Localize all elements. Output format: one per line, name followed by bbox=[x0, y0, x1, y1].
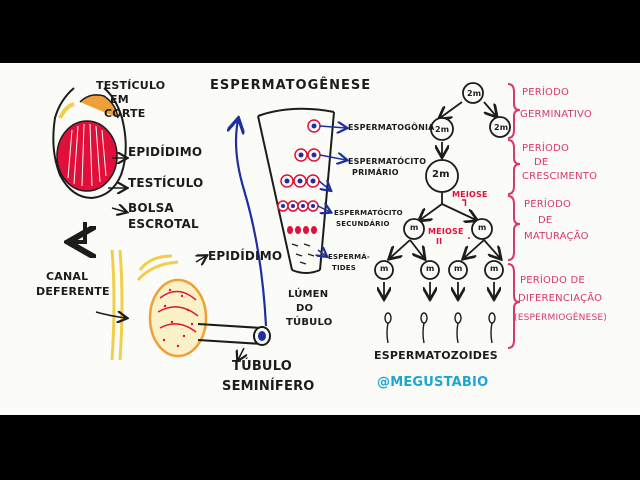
label-bolsa: BOLSA bbox=[128, 201, 174, 215]
periodo-germinativo-2: GERMINATIVO bbox=[520, 109, 592, 120]
periodo-crescimento-1: PERÍODO bbox=[522, 143, 570, 154]
periodo-maturacao-3: MATURAÇÃO bbox=[524, 231, 589, 242]
periodo-germinativo-1: PERÍODO bbox=[522, 87, 570, 98]
cell-label: m bbox=[380, 264, 389, 273]
label-seminifero: SEMINÍFERO bbox=[222, 379, 315, 394]
label-meiose-2-roman: II bbox=[436, 237, 443, 246]
title-corte: CORTE bbox=[104, 107, 146, 120]
label-tubulo: TÚBULO bbox=[232, 359, 292, 374]
title-em: EM bbox=[110, 93, 129, 106]
label-escrotal: ESCROTAL bbox=[128, 217, 199, 231]
periodo-crescimento-2: DE bbox=[534, 157, 549, 168]
cells-right bbox=[374, 82, 511, 280]
cell-label: m bbox=[426, 264, 435, 273]
label-espermatozoides: ESPERMATOZOIDES bbox=[374, 349, 498, 362]
cell-label: 2m bbox=[435, 125, 450, 134]
label-espermatides-1: ESPERMÁ- bbox=[328, 253, 371, 261]
label-meiose-2: MEIOSE bbox=[428, 227, 464, 236]
label-deferente: DEFERENTE bbox=[36, 285, 110, 298]
label-espermatocito-primario-1: ESPERMATÓCITO bbox=[348, 157, 427, 166]
label-lumen: LÚMEN bbox=[288, 289, 329, 300]
label-espermatogonia: ESPERMATOGÔNIA bbox=[348, 123, 435, 132]
handle-megustabio: @MEGUSTABIO bbox=[377, 375, 489, 390]
spermatozoa-drawing bbox=[384, 312, 496, 344]
whiteboard: TESTÍCULO EM CORTE EPIDÍDIMO TESTÍCULO B… bbox=[0, 63, 640, 415]
period-braces bbox=[507, 83, 521, 349]
label-espermatocito-primario-2: PRIMÁRIO bbox=[352, 168, 399, 177]
label-espermatocito-secundario-2: SECUNDÁRIO bbox=[336, 220, 390, 228]
seminiferous-tubule-drawing bbox=[197, 323, 271, 360]
label-canal: CANAL bbox=[46, 270, 89, 283]
cell-label: m bbox=[410, 223, 419, 232]
label-do: DO bbox=[296, 303, 314, 314]
periodo-maturacao-2: DE bbox=[538, 215, 553, 226]
label-espermatocito-secundario-1: ESPERMATÓCITO bbox=[334, 209, 403, 217]
cell-label: m bbox=[490, 264, 499, 273]
canal-drawing bbox=[110, 249, 179, 361]
label-epididimo-bottom: EPIDÍDIMO bbox=[208, 249, 283, 263]
periodo-diferenciacao-1: PERÍODO DE bbox=[520, 275, 585, 286]
arrow-icon bbox=[72, 222, 85, 242]
label-epididimo-top: EPIDÍDIMO bbox=[128, 145, 203, 159]
cell-label: m bbox=[478, 223, 487, 232]
label-meiose-1: MEIOSE bbox=[452, 190, 488, 199]
title-espermatogenese: ESPERMATOGÊNESE bbox=[210, 78, 372, 93]
periodo-diferenciacao-3: (ESPERMIOGÊNESE) bbox=[514, 313, 607, 323]
zoom-arrow bbox=[236, 120, 268, 327]
cell-label: 2m bbox=[494, 123, 509, 132]
tubule-wedge bbox=[257, 107, 346, 274]
label-meiose-1-roman: I bbox=[464, 199, 468, 208]
title-testiculo: TESTÍCULO bbox=[96, 79, 166, 92]
label-tubulo-lumen: TÚBULO bbox=[286, 317, 333, 328]
periodo-crescimento-3: CRESCIMENTO bbox=[522, 171, 598, 182]
periodo-diferenciacao-2: DIFERENCIAÇÃO bbox=[518, 293, 603, 304]
label-testiculo: TESTÍCULO bbox=[128, 176, 204, 190]
cell-label: m bbox=[454, 264, 463, 273]
label-espermatides-2: TIDES bbox=[332, 264, 357, 272]
cell-label: 2m bbox=[432, 169, 450, 180]
lower-testis-drawing bbox=[95, 256, 206, 358]
periodo-maturacao-1: PERÍODO bbox=[524, 199, 572, 210]
spermatogenesis-tree bbox=[384, 101, 500, 298]
diagram-drawing bbox=[52, 82, 521, 415]
cell-label: 2m bbox=[467, 89, 482, 98]
